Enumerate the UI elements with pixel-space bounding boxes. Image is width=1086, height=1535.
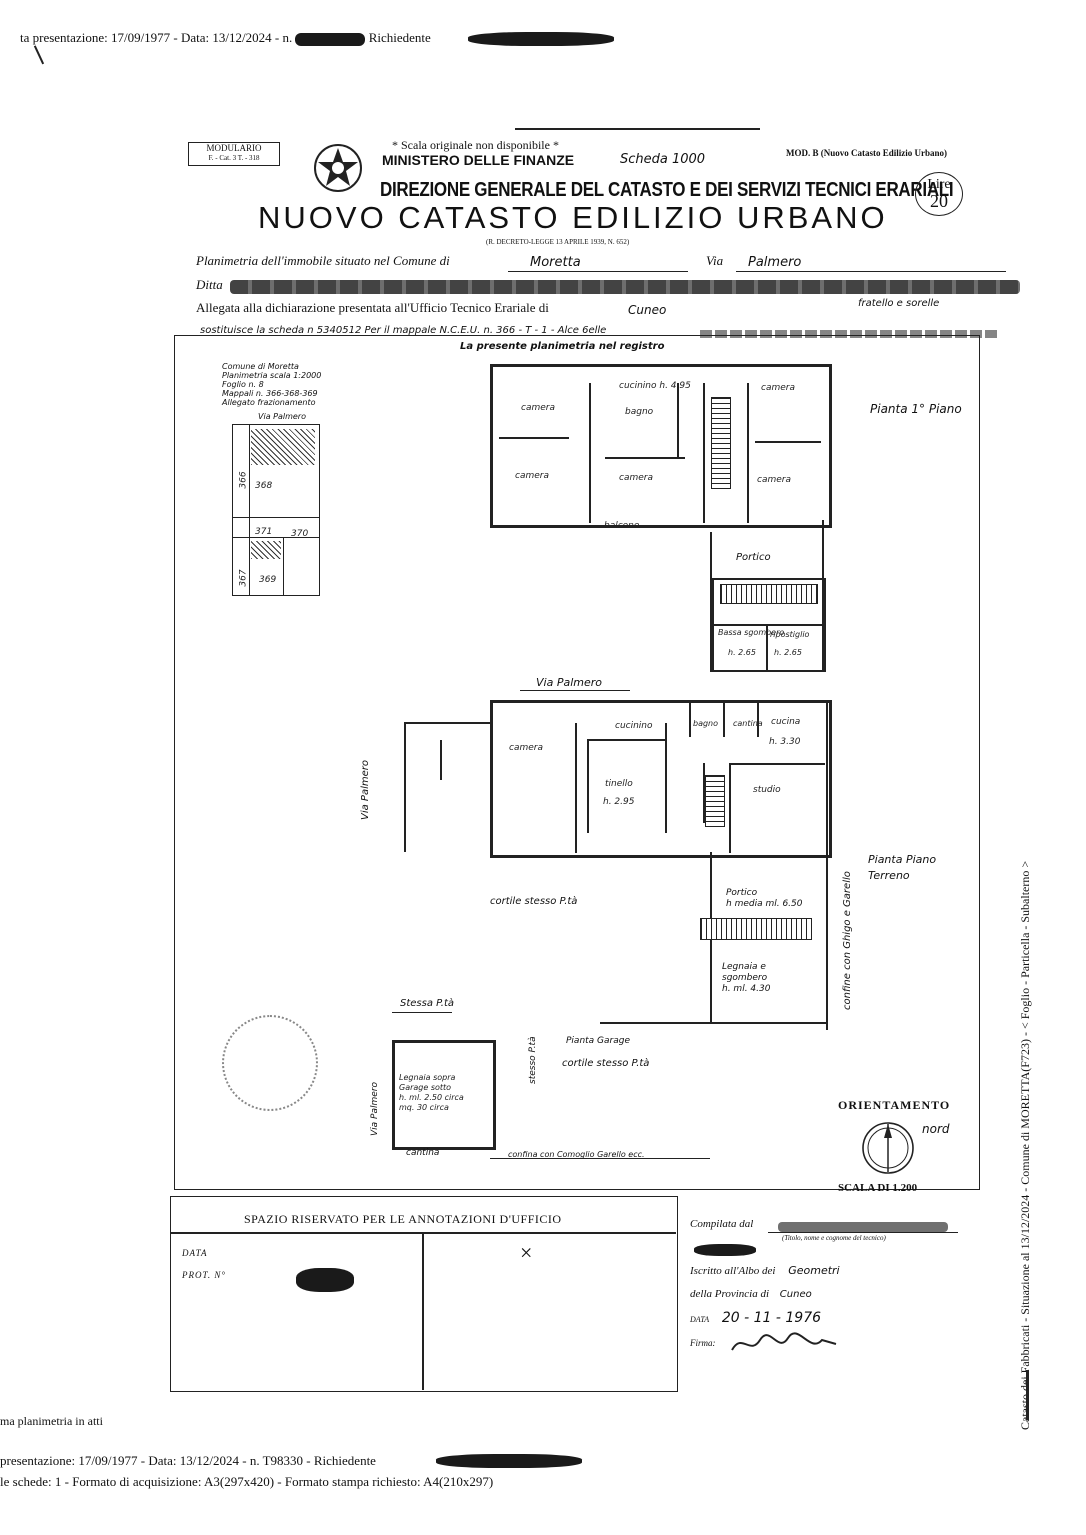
portico-stairs [700,918,812,940]
decreto: (R. DECRETO-LEGGE 13 APRILE 1939, N. 652… [486,238,630,246]
spazio-label: SPAZIO RISERVATO PER LE ANNOTAZIONI D'UF… [244,1212,562,1226]
via-palmero-label: Via Palmero [536,676,602,689]
scala-label: SCALA DI 1.200 [838,1182,918,1194]
lire-badge: Lire 20 [915,172,963,216]
cortile2: cortile stesso P.tà [562,1058,650,1069]
handwritten-mark: × [520,1240,533,1265]
data-label: DATA [182,1248,208,1258]
plan-frame [174,335,980,1190]
nord-label: nord [922,1122,950,1136]
compilata-struck [778,1222,948,1232]
portico-label: Portico [736,552,771,563]
cantina-block: Bassa sgombero ripostiglio h. 2.65 h. 2.… [712,578,826,672]
piano-primo: Pianta 1° Piano [870,402,962,416]
piano-terreno: Pianta Piano Terreno [868,853,937,882]
mod-b: MOD. B (Nuovo Catasto Edilizio Urbano) [786,148,948,158]
data2-label: DATA 20 - 11 - 1976 [690,1310,822,1326]
compilata-redaction [694,1244,756,1256]
inset-text: Comune di Moretta Planimetria scala 1:20… [222,362,322,407]
allegata-label: Allegata alla dichiarazione presentata a… [196,300,549,315]
via-palmero-vert: Via Palmero [360,760,371,820]
prot-redaction [296,1268,354,1292]
top-stamp: ta presentazione: 17/09/1977 - Data: 13/… [20,30,431,46]
direzione: DIREZIONE GENERALE DEL CATASTO E DEI SER… [380,178,954,201]
compass-icon [860,1120,916,1176]
scheda: Scheda 1000 [620,152,706,167]
stesso-vert: stesso P.tà [528,1036,538,1084]
bottom-line-2: presentazione: 17/09/1977 - Data: 13/12/… [0,1453,376,1468]
presente: La presente planimetria nel registro [460,341,665,352]
bottom-redaction [436,1454,582,1468]
ufficio-value: Cuneo [628,303,667,317]
iscritto-label: Iscritto all'Albo dei Geometri [690,1264,840,1277]
cortile-label: cortile stesso P.tà [490,896,578,907]
ditta-note: fratello e sorelle [858,298,940,309]
side-text: Catasto dei Fabbricati - Situazione al 1… [1018,860,1032,1430]
compilata-sub: (Titolo, nome e cognome del tecnico) [782,1234,886,1242]
stessa-label: Stessa P.tà [400,998,455,1009]
legnaia-label: Legnaia e sgombero h. ml. 4.30 [722,962,771,994]
sostituisce: sostituisce la scheda n 5340512 Per il m… [200,325,607,336]
bottom-line-1: ma planimetria in atti [0,1414,103,1428]
garage-plan: Legnaia sopra Garage sotto h. ml. 2.50 c… [392,1040,496,1150]
garage-title: Pianta Garage [566,1036,631,1046]
emblem-icon [312,142,364,194]
prot-label: PROT. N° [182,1270,226,1280]
via-value: Palmero [748,255,802,270]
bottom-line-3: le schede: 1 - Formato di acquisizione: … [0,1474,494,1489]
portico-h: Portico h media ml. 6.50 [726,888,803,909]
compilata-label: Compilata dal [690,1218,754,1230]
inset-map: 368 369 370 366 371 367 [232,424,320,596]
stamp-circle [222,1015,318,1111]
planimetria-label: Planimetria dell'immobile situato nel Co… [196,253,450,268]
firma-label: Firma: [690,1338,716,1348]
ground-floor-plan: camera cucinino bagno cantina cucina h. … [490,700,832,858]
via-label: Via [706,253,724,268]
confine2: confina con Comoglio Garello ecc. [508,1150,645,1159]
cantina2: cantina [406,1148,440,1158]
first-floor-plan: camera cucinino h. 4.95 bagno camera cam… [490,364,832,528]
ditta-value-struck [230,280,1020,294]
garage-via: Via Palmero [370,1082,380,1136]
inset-via: Via Palmero [258,412,306,421]
ditta-label: Ditta [196,277,223,292]
annotazioni-box [170,1196,678,1392]
signature [730,1330,840,1358]
comune-value: Moretta [530,255,581,270]
modulario-box: MODULARIO F. - Cat. 3 T. - 318 [188,142,280,166]
page-title: NUOVO CATASTO EDILIZIO URBANO [258,200,888,235]
redaction [468,32,614,46]
provincia-label: della Provincia di Cuneo [690,1288,812,1300]
ministry: MINISTERO DELLE FINANZE [382,152,575,168]
scala-note: * Scala originale non disponibile * [392,138,559,152]
confine-label: confine con Ghigo e Garello [842,871,853,1010]
orientamento-label: ORIENTAMENTO [838,1098,951,1112]
